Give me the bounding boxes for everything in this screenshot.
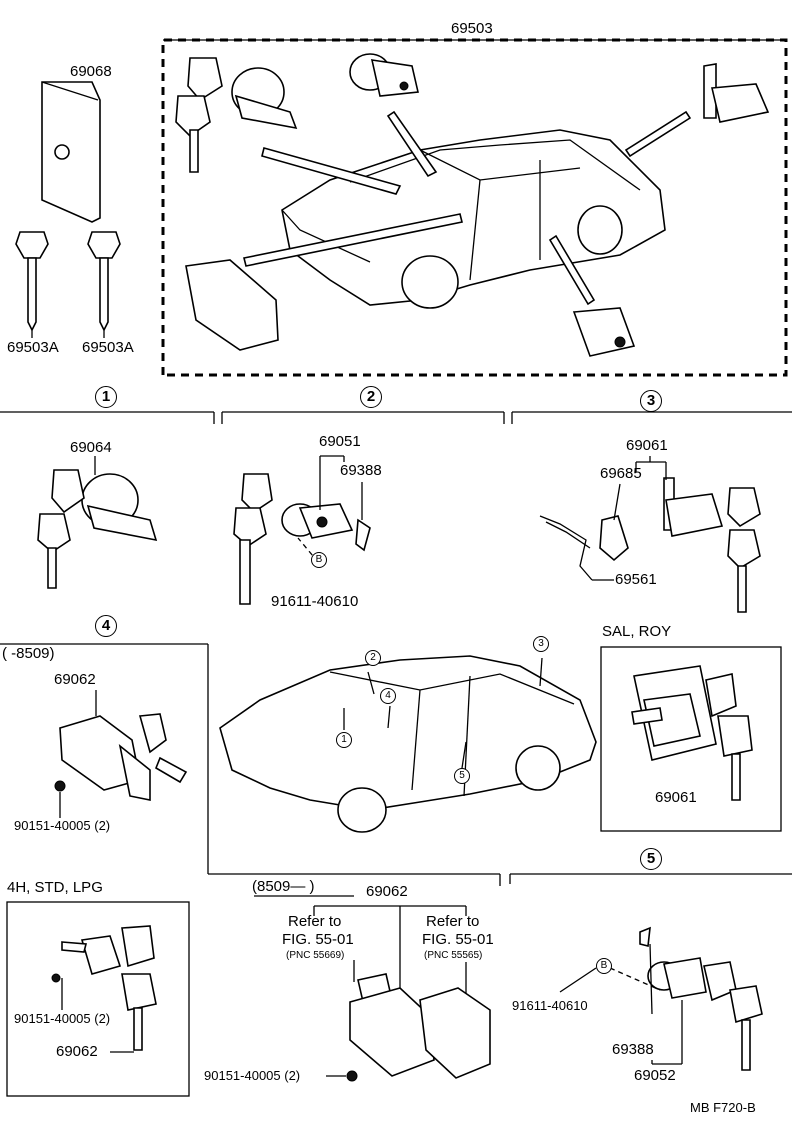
callout-2: 2 xyxy=(360,386,382,408)
callout-3: 3 xyxy=(640,390,662,412)
kit-arrow-3 xyxy=(624,110,692,158)
label-69062-s4: 69062 xyxy=(54,671,96,688)
rod-69561 xyxy=(539,515,593,581)
label-69503a-left: 69503A xyxy=(7,339,59,356)
car-location-illustration xyxy=(219,655,597,833)
section-dividers xyxy=(0,411,792,424)
luggage-lock-4h-69062 xyxy=(51,925,157,1051)
kit-door-cylinder-front xyxy=(349,53,419,97)
label-refer-left-2: FIG. 55-01 xyxy=(282,931,354,948)
callout-4: 4 xyxy=(95,615,117,637)
key-pouch xyxy=(41,81,101,223)
label-69061-sal: 69061 xyxy=(655,789,697,806)
door-cylinder-69052 xyxy=(639,926,763,1071)
kit-door-cylinder-rear xyxy=(703,63,770,123)
leader-lines-s5 xyxy=(559,943,683,1065)
key-69503a-left xyxy=(15,231,49,332)
label-91611-s5: 91611-40610 xyxy=(512,998,588,1013)
label-sal-roy: SAL, ROY xyxy=(602,623,672,640)
luggage-cylinder-69061 xyxy=(631,665,753,801)
label-range-8509-mid: (8509— ) xyxy=(252,878,315,895)
car-callout-4: 4 xyxy=(380,688,396,704)
callout-5: 5 xyxy=(640,848,662,870)
sal-roy-box xyxy=(600,646,782,832)
key-69503a-right xyxy=(87,231,121,332)
kit-ignition-cylinder xyxy=(175,57,298,173)
callout-b-s2: B xyxy=(311,552,327,568)
label-69061-s3: 69061 xyxy=(626,437,668,454)
kit-69503-border xyxy=(161,38,788,377)
leader-lines-s3 xyxy=(592,456,667,581)
label-69064: 69064 xyxy=(70,439,112,456)
label-69062-mid: 69062 xyxy=(366,883,408,900)
mid-leader-lines xyxy=(254,895,467,1012)
label-91611-s2: 91611-40610 xyxy=(271,593,359,610)
luggage-lock-assy-69062 xyxy=(346,973,491,1082)
label-refer-left-1: Refer to xyxy=(288,913,342,930)
door-cylinder-69061 xyxy=(663,477,761,613)
label-90151-4h: 90151-40005 (2) xyxy=(14,1011,111,1026)
4h-box xyxy=(6,901,190,1097)
label-69062-4h: 69062 xyxy=(56,1043,98,1060)
label-range-8509-left: ( -8509) xyxy=(2,645,55,662)
ignition-lock-69064 xyxy=(37,469,158,589)
label-69388-s2: 69388 xyxy=(340,462,382,479)
kit-arrow-2 xyxy=(386,110,438,178)
label-69685: 69685 xyxy=(600,465,642,482)
car-callout-leaders xyxy=(343,657,543,769)
kit-arrow-5 xyxy=(548,234,596,306)
kit-arrow-4 xyxy=(243,213,463,267)
label-refer-right-2: FIG. 55-01 xyxy=(422,931,494,948)
label-90151-s4: 90151-40005 (2) xyxy=(14,818,111,833)
section-5-divider xyxy=(509,873,792,884)
label-69051: 69051 xyxy=(319,433,361,450)
callout-b-s5: B xyxy=(596,958,612,974)
leader-lines-s2 xyxy=(297,455,363,563)
kit-luggage-lock xyxy=(185,259,279,351)
car-callout-2: 2 xyxy=(365,650,381,666)
label-69503a-right: 69503A xyxy=(82,339,134,356)
car-kit-illustration xyxy=(281,129,666,309)
label-69052: 69052 xyxy=(634,1067,676,1084)
label-69388-s5: 69388 xyxy=(612,1041,654,1058)
label-refer-left-pnc: (PNC 55669) xyxy=(286,950,345,961)
car-callout-3: 3 xyxy=(533,636,549,652)
callout-1: 1 xyxy=(95,386,117,408)
kit-door-cylinder-lower xyxy=(572,307,636,357)
label-90151-mid: 90151-40005 (2) xyxy=(204,1068,301,1083)
pad-69685 xyxy=(599,515,629,562)
car-callout-5: 5 xyxy=(454,768,470,784)
luggage-lock-69062 xyxy=(54,713,188,801)
kit-arrow-1 xyxy=(261,147,402,195)
label-4h-std-lpg: 4H, STD, LPG xyxy=(7,879,103,896)
label-69561: 69561 xyxy=(615,571,657,588)
label-69068: 69068 xyxy=(70,63,112,80)
label-refer-right-pnc: (PNC 55565) xyxy=(424,950,483,961)
label-69503: 69503 xyxy=(451,20,493,37)
figure-code: MB F720-B xyxy=(690,1100,756,1115)
door-cylinder-69051 xyxy=(233,473,371,605)
label-refer-right-1: Refer to xyxy=(426,913,480,930)
car-callout-1: 1 xyxy=(336,732,352,748)
section-4-box xyxy=(0,643,501,886)
